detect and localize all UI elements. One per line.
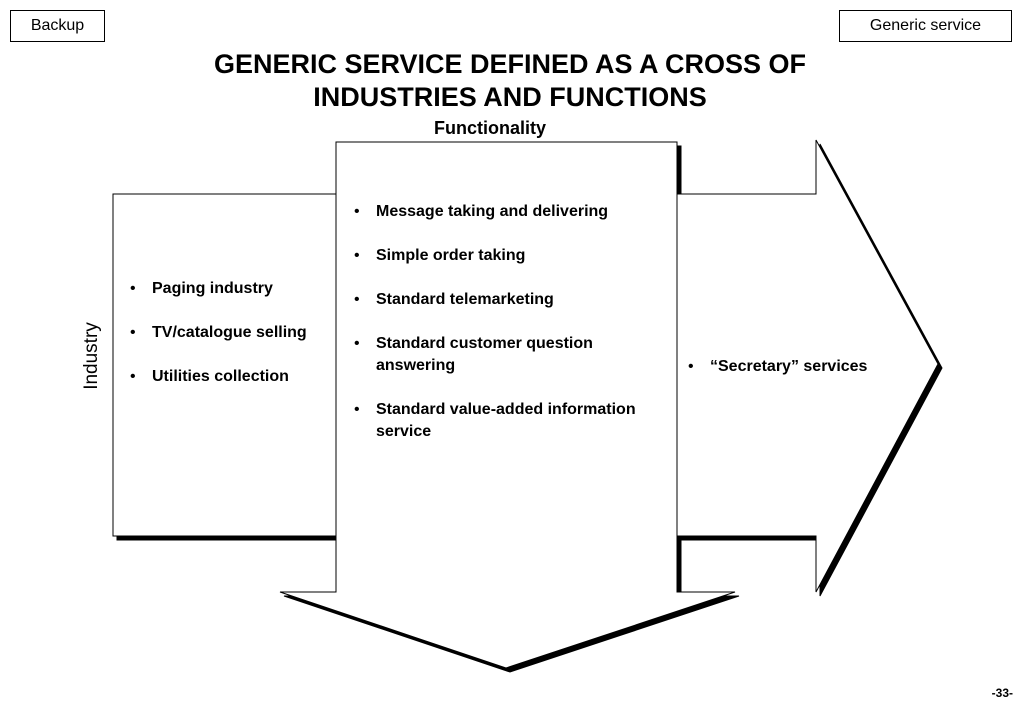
function-item: Standard customer question answering	[352, 333, 662, 377]
function-item: Message taking and delivering	[352, 201, 662, 223]
industry-item: TV/catalogue selling	[128, 322, 328, 344]
function-list: Message taking and delivering Simple ord…	[352, 201, 662, 443]
industry-item: Utilities collection	[128, 366, 328, 388]
function-item: Standard value-added information service	[352, 399, 662, 443]
page-title-line-1: GENERIC SERVICE DEFINED AS A CROSS OF	[213, 49, 807, 79]
industry-item: Paging industry	[128, 278, 328, 300]
function-item: Simple order taking	[352, 245, 662, 267]
page-number: -33-	[991, 686, 1013, 700]
result-list: “Secretary” services	[686, 356, 926, 378]
backup-tag: Backup	[10, 10, 105, 42]
generic-service-tag: Generic service	[839, 10, 1012, 42]
function-item: Standard telemarketing	[352, 289, 662, 311]
functionality-label: Functionality	[434, 118, 546, 138]
page-title: GENERIC SERVICE DEFINED AS A CROSS OF IN…	[150, 48, 870, 114]
result-item: “Secretary” services	[686, 356, 926, 378]
page-title-line-2: INDUSTRIES AND FUNCTIONS	[313, 82, 707, 112]
industry-list: Paging industry TV/catalogue selling Uti…	[128, 278, 328, 388]
